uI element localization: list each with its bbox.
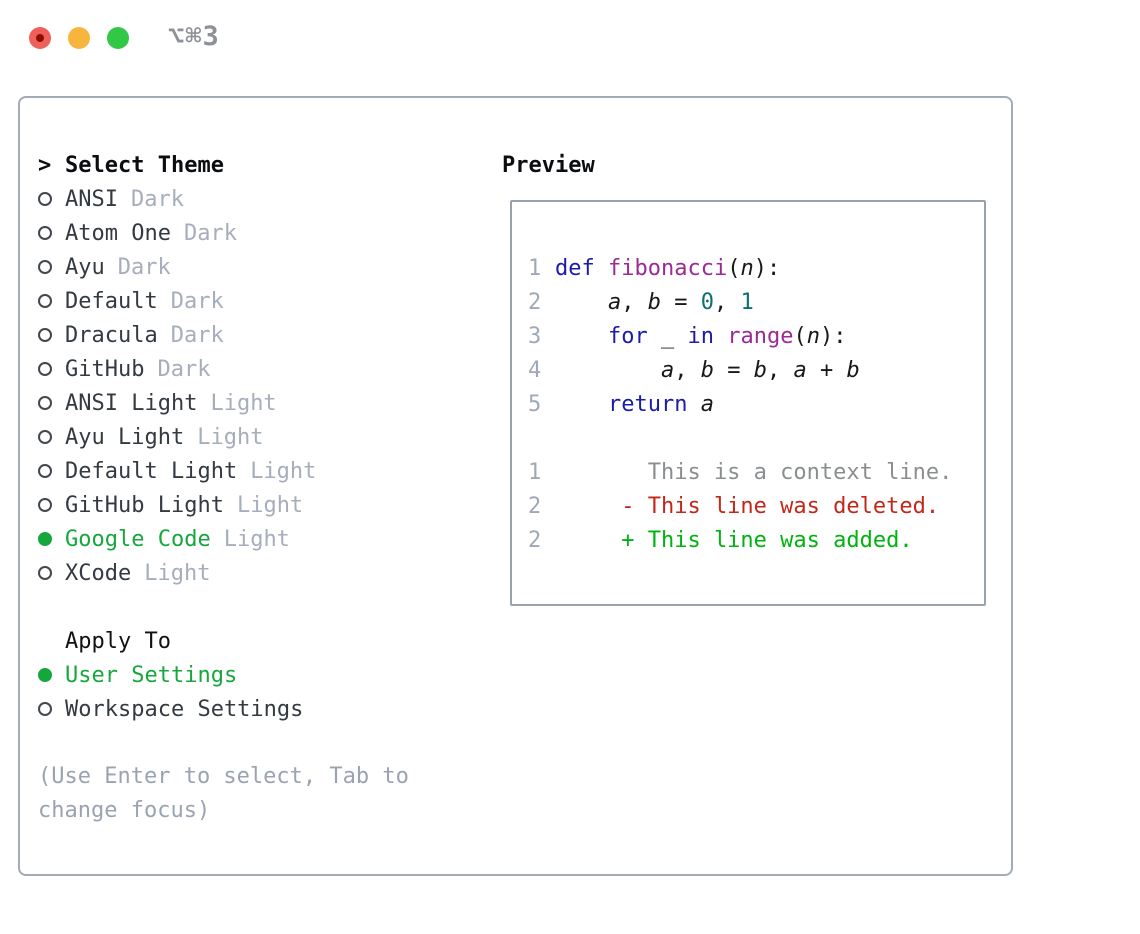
preview-pane: 1 def fibonacci(n): 2 a, b = 0, 1 3 for … (510, 200, 986, 606)
radio-icon (38, 328, 65, 342)
radio-icon (38, 226, 65, 240)
radio-icon (38, 396, 65, 410)
line-number: 2 (528, 493, 542, 519)
line-content: return a (607, 391, 714, 417)
theme-name: ANSI Light (65, 390, 198, 416)
theme-option[interactable]: Default Dark (38, 284, 458, 318)
select-theme-heading-row: > Select Theme (38, 148, 458, 182)
theme-name: Dracula (65, 322, 158, 348)
radio-icon (38, 532, 65, 546)
maximize-button[interactable] (107, 27, 129, 49)
preview-heading: Preview (502, 152, 595, 178)
window-title: ⌥⌘3 (168, 21, 220, 52)
line-content: This is a context line. (555, 459, 953, 485)
theme-variant-label: Dark (183, 220, 237, 246)
radio-icon (38, 566, 65, 580)
line-number: 2 (528, 527, 542, 553)
titlebar: ⌥⌘3 (0, 0, 1140, 78)
theme-list: ANSI Dark Atom One Dark Ayu Dark Default… (38, 182, 458, 590)
select-theme-heading: Select Theme (65, 152, 224, 178)
theme-variant-label: Light (236, 492, 304, 518)
preview-code-line (528, 421, 984, 455)
theme-name: Atom One (65, 220, 171, 246)
theme-variant-label: Dark (157, 356, 211, 382)
theme-variant-label: Dark (170, 322, 224, 348)
line-number: 4 (528, 357, 542, 383)
line-number: 5 (528, 391, 542, 417)
theme-option[interactable]: Ayu Dark (38, 250, 458, 284)
radio-icon (38, 430, 65, 444)
preview-code-line: 1 This is a context line. (528, 455, 984, 489)
theme-name: Ayu Light (65, 424, 185, 450)
line-number: 1 (528, 459, 542, 485)
theme-option[interactable]: ANSI Light Light (38, 386, 458, 420)
theme-variant-label: Dark (117, 254, 171, 280)
theme-option[interactable]: Ayu Light Light (38, 420, 458, 454)
theme-name: XCode (65, 560, 132, 586)
unsaved-dot-icon (36, 34, 44, 42)
line-content: def fibonacci(n): (555, 255, 781, 281)
preview-code-line: 2 a, b = 0, 1 (528, 285, 984, 319)
radio-icon (38, 362, 65, 376)
theme-option[interactable]: Default Light Light (38, 454, 458, 488)
theme-name: Default Light (65, 458, 238, 484)
line-content: a, b = 0, 1 (607, 289, 754, 315)
theme-variant-label: Light (223, 526, 290, 552)
preview-code-line: 4 a, b = b, a + b (528, 353, 984, 387)
help-text: (Use Enter to select, Tab to change focu… (38, 764, 423, 823)
apply-target-label: Workspace Settings (65, 696, 304, 722)
theme-option[interactable]: Google Code Light (38, 522, 458, 556)
theme-name: Default (65, 288, 158, 314)
radio-icon (38, 464, 65, 478)
line-number: 1 (528, 255, 542, 281)
apply-target-option[interactable]: User Settings (38, 658, 458, 692)
apply-to-heading: Apply To (65, 628, 171, 654)
theme-option[interactable]: GitHub Light Light (38, 488, 458, 522)
line-content: for _ in range(n): (607, 323, 847, 349)
apply-target-label: User Settings (65, 662, 238, 688)
preview-code-line: 2 - This line was deleted. (528, 489, 984, 523)
line-number: 3 (528, 323, 542, 349)
theme-variant-label: Light (210, 390, 277, 416)
apply-to-list: User Settings Workspace Settings (38, 658, 458, 726)
theme-variant-label: Dark (130, 186, 184, 212)
close-button[interactable] (29, 27, 51, 49)
preview-code-line: 3 for _ in range(n): (528, 319, 984, 353)
preview-code-line: 5 return a (528, 387, 984, 421)
radio-icon (38, 192, 65, 206)
theme-name: Ayu (65, 254, 105, 280)
theme-variant-label: Light (250, 458, 317, 484)
preview-code-line: 2 + This line was added. (528, 523, 984, 557)
main-panel: > Select Theme ANSI Dark Atom One Dark Ay… (18, 96, 1013, 876)
cursor-icon: > (38, 152, 52, 178)
theme-name: GitHub (65, 356, 145, 382)
radio-icon (38, 260, 65, 274)
theme-variant-label: Light (197, 424, 264, 450)
theme-variant-label: Light (144, 560, 211, 586)
line-content: - This line was deleted. (555, 493, 940, 519)
theme-option[interactable]: Atom One Dark (38, 216, 458, 250)
theme-option[interactable]: ANSI Dark (38, 182, 458, 216)
apply-to-section: Apply To User Settings Workspace Setting… (38, 624, 458, 726)
radio-icon (38, 498, 65, 512)
radio-icon (38, 668, 65, 682)
radio-icon (38, 702, 65, 716)
preview-code-line: 1 def fibonacci(n): (528, 251, 984, 285)
minimize-button[interactable] (68, 27, 90, 49)
theme-option[interactable]: GitHub Dark (38, 352, 458, 386)
line-number: 2 (528, 289, 542, 315)
theme-selector-pane: > Select Theme ANSI Dark Atom One Dark Ay… (38, 148, 458, 828)
radio-icon (38, 294, 65, 308)
theme-option[interactable]: Dracula Dark (38, 318, 458, 352)
theme-name: ANSI (65, 186, 118, 212)
apply-target-option[interactable]: Workspace Settings (38, 692, 458, 726)
theme-variant-label: Dark (170, 288, 224, 314)
theme-name: Google Code (65, 526, 211, 552)
theme-name: GitHub Light (65, 492, 224, 518)
line-content: a, b = b, a + b (660, 357, 860, 383)
line-content: + This line was added. (555, 527, 913, 553)
theme-option[interactable]: XCode Light (38, 556, 458, 590)
